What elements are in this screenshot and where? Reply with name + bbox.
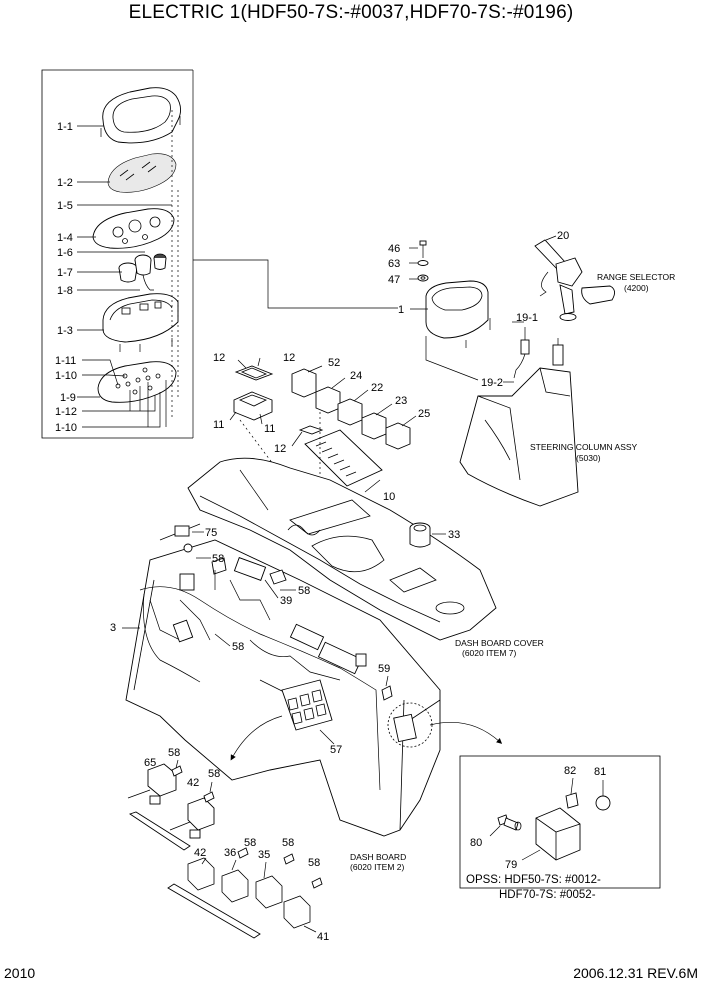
callout-1-2: 1-2 bbox=[57, 177, 73, 189]
dash-board-cover: DASH BOARD COVER (6020 ITEM 7) bbox=[187, 457, 544, 658]
revision-stamp: 2006.12.31 REV.6M bbox=[573, 965, 698, 981]
callout-23: 23 bbox=[395, 395, 407, 407]
callout-47: 47 bbox=[388, 274, 400, 286]
callout-1-12: 1-12 bbox=[55, 406, 77, 418]
callout-58c: 58 bbox=[232, 641, 244, 653]
hour-meter: 33 bbox=[409, 522, 460, 548]
steering-column-group: 19-1 19-2 STEERING COLUMN ASSY (5030) bbox=[459, 312, 638, 507]
callout-1-9: 1-9 bbox=[60, 392, 76, 404]
steering-column-ref: (5030) bbox=[576, 453, 601, 463]
cluster-circuit-board bbox=[97, 361, 177, 403]
callout-58a: 58 bbox=[212, 553, 224, 565]
opss-note-line1: OPSS: HDF50-7S: #0012- bbox=[466, 874, 601, 886]
cluster-assembly-mounting: 46 63 47 1 bbox=[388, 240, 491, 381]
cluster-gauges bbox=[118, 253, 167, 291]
callout-59: 59 bbox=[378, 663, 390, 675]
callout-10: 10 bbox=[383, 491, 395, 503]
dash-board-label: DASH BOARD bbox=[350, 852, 406, 862]
cluster-lens bbox=[107, 153, 177, 193]
callout-20: 20 bbox=[557, 230, 569, 242]
relay-set-upper: 58 65 58 42 bbox=[127, 747, 220, 851]
callout-58d: 58 bbox=[168, 747, 180, 759]
callout-1-6: 1-6 bbox=[57, 247, 73, 259]
callout-58f: 58 bbox=[244, 837, 256, 849]
callout-52: 52 bbox=[328, 357, 340, 369]
callout-41: 41 bbox=[317, 931, 329, 943]
callout-82: 82 bbox=[564, 765, 576, 777]
callout-79: 79 bbox=[505, 859, 517, 871]
opss-note-line2: HDF70-7S: #0052- bbox=[499, 889, 596, 901]
page-title: ELECTRIC 1(HDF50-7S:-#0037,HDF70-7S:-#01… bbox=[128, 2, 574, 23]
callout-3: 3 bbox=[110, 622, 116, 634]
callout-1-4: 1-4 bbox=[57, 232, 73, 244]
callout-63: 63 bbox=[388, 258, 400, 270]
callout-42a: 42 bbox=[187, 777, 199, 789]
callout-33: 33 bbox=[448, 529, 460, 541]
callout-12b: 12 bbox=[283, 352, 295, 364]
callout-1-5: 1-5 bbox=[57, 200, 73, 212]
cluster-frame bbox=[41, 69, 193, 439]
steering-column-label: STEERING COLUMN ASSY bbox=[530, 442, 638, 452]
dash-board-ref: (6020 ITEM 2) bbox=[350, 862, 404, 872]
callout-1-8: 1-8 bbox=[57, 285, 73, 297]
callout-1-10-bottom: 1-10 bbox=[55, 422, 77, 434]
relay-set-lower: 42 36 58 35 58 58 41 bbox=[167, 837, 329, 943]
callout-35: 35 bbox=[258, 849, 270, 861]
range-selector-label: RANGE SELECTOR bbox=[597, 272, 675, 282]
callout-1-10-top: 1-10 bbox=[55, 370, 77, 382]
cluster-case bbox=[102, 293, 179, 352]
callout-75: 75 bbox=[205, 527, 217, 539]
dash-cover-ref: (6020 ITEM 7) bbox=[462, 648, 516, 658]
callout-39: 39 bbox=[280, 595, 292, 607]
callout-19-2: 19-2 bbox=[481, 377, 503, 389]
callout-11b: 11 bbox=[264, 423, 275, 435]
callout-24: 24 bbox=[350, 370, 362, 382]
callout-58b: 58 bbox=[298, 585, 310, 597]
callout-1-1: 1-1 bbox=[57, 121, 73, 133]
callout-58g: 58 bbox=[282, 837, 294, 849]
callout-1: 1 bbox=[398, 304, 404, 316]
dash-board: DASH BOARD (6020 ITEM 2) bbox=[125, 539, 441, 872]
wiring-harness: 3 75 58 58 39 58 59 57 bbox=[110, 523, 393, 791]
page-number: 2010 bbox=[4, 965, 35, 981]
callout-11a: 11 bbox=[213, 419, 224, 431]
callout-36: 36 bbox=[224, 847, 236, 859]
opss-detail-box: 82 81 80 79 OPSS: HDF50-7S: #0012- HDF70… bbox=[459, 755, 661, 901]
range-selector-ref: (4200) bbox=[624, 283, 649, 293]
callout-42b: 42 bbox=[194, 847, 206, 859]
switch-panel-group: 12 12 11 11 12 10 52 24 22 23 25 bbox=[213, 352, 430, 503]
callout-65: 65 bbox=[144, 757, 156, 769]
callout-58e: 58 bbox=[208, 768, 220, 780]
callout-58h: 58 bbox=[308, 857, 320, 869]
instrument-cluster-exploded-group: 1-1 1-2 1-5 1-4 1-6 1-7 1-8 1-3 1-11 1-1… bbox=[41, 69, 398, 439]
callout-1-3: 1-3 bbox=[57, 325, 73, 337]
cluster-face-plate bbox=[92, 208, 175, 249]
cluster-housing-top bbox=[100, 87, 181, 144]
callout-1-7: 1-7 bbox=[57, 267, 73, 279]
rocker-switches bbox=[291, 365, 417, 450]
callout-80: 80 bbox=[470, 837, 482, 849]
callout-12c: 12 bbox=[274, 443, 286, 455]
callout-12a: 12 bbox=[213, 352, 225, 364]
callout-81: 81 bbox=[594, 766, 606, 778]
dash-cover-label: DASH BOARD COVER bbox=[455, 638, 544, 648]
callout-46: 46 bbox=[388, 243, 400, 255]
cluster-leader-lines bbox=[77, 125, 172, 428]
callout-57: 57 bbox=[330, 744, 342, 756]
callout-22: 22 bbox=[371, 382, 383, 394]
callout-19-1: 19-1 bbox=[516, 312, 538, 324]
callout-25: 25 bbox=[418, 408, 430, 420]
callout-1-11: 1-11 bbox=[55, 355, 76, 367]
range-selector-group: 20 RANGE SELECTOR (4200) bbox=[534, 230, 675, 321]
